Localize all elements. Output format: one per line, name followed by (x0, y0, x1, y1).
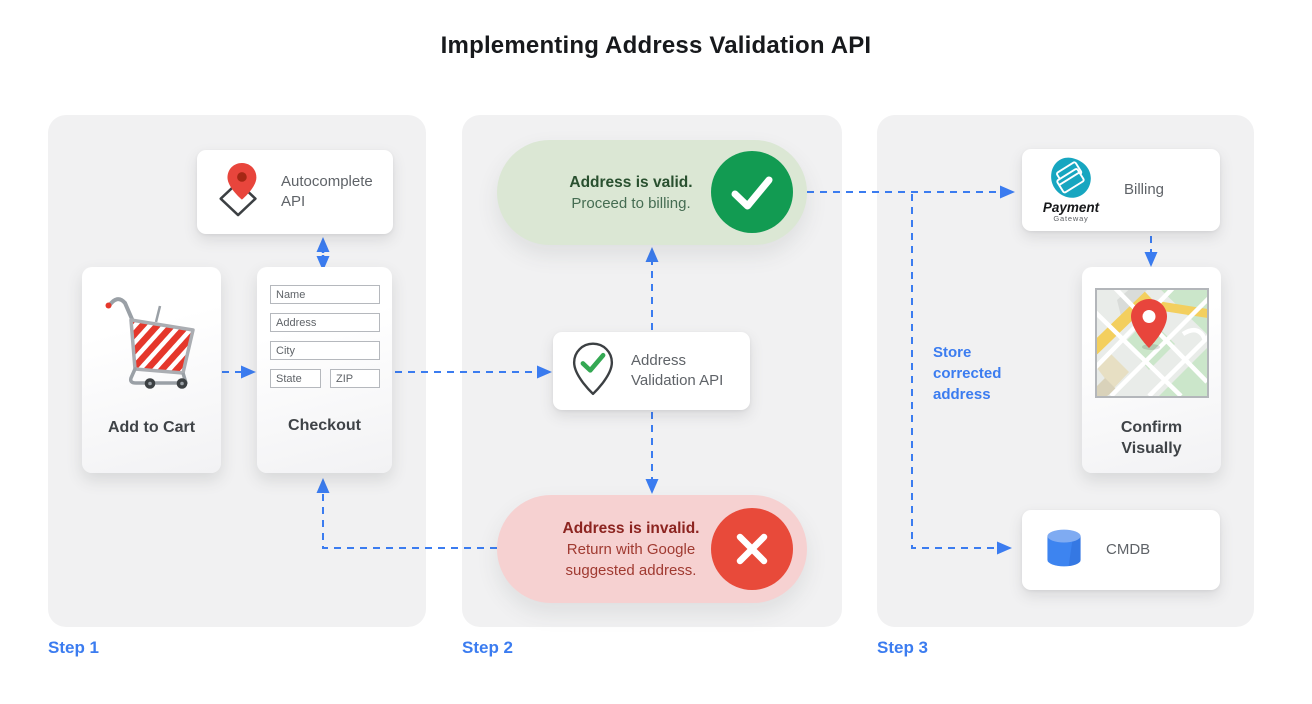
city-field[interactable]: City (270, 341, 380, 360)
step3-label: Step 3 (877, 638, 929, 657)
x-circle-icon (711, 508, 793, 590)
checkout-label: Checkout (288, 417, 361, 434)
payment-logo-sub: Gateway (1053, 214, 1089, 223)
billing-label: Billing (1124, 181, 1165, 198)
address-validation-api-label: Address Validation API (631, 352, 724, 389)
state-field[interactable]: State (270, 369, 321, 388)
payment-gateway-logo: Payment Gateway (1038, 157, 1104, 223)
database-cylinder-icon (1041, 525, 1087, 576)
invalid-title: Address is invalid. (562, 519, 700, 537)
address-valid-pill: Address is valid. Proceed to billing. (497, 140, 807, 245)
checkout-form: Name Address City State ZIP (270, 285, 380, 397)
map-pin-check-icon (570, 341, 616, 402)
confirm-visually-label: Confirm Visually (1120, 419, 1183, 457)
add-to-cart-label: Add to Cart (107, 419, 196, 436)
map-pin-over-diamond-icon (213, 160, 267, 225)
map-thumbnail (1094, 288, 1209, 398)
address-validation-api-node: Address Validation API (553, 332, 750, 410)
name-field[interactable]: Name (270, 285, 380, 304)
valid-subtitle: Proceed to billing. (571, 194, 691, 212)
autocomplete-api-label: Autocomplete API (281, 173, 373, 210)
step2-label: Step 2 (462, 638, 514, 657)
shopping-cart-icon (105, 297, 195, 389)
autocomplete-api-node: Autocomplete API (197, 150, 393, 234)
store-corrected-address-note: Store corrected address (933, 344, 1002, 403)
check-circle-icon (711, 151, 793, 233)
payment-logo-name: Payment (1042, 200, 1100, 215)
address-invalid-pill: Address is invalid. Return with Google s… (497, 495, 807, 603)
page-title: Implementing Address Validation API (440, 32, 872, 59)
step1-label: Step 1 (48, 638, 100, 657)
invalid-subtitle: Return with Google suggested address. (565, 540, 697, 579)
billing-node: Payment Gateway Billing (1022, 149, 1220, 231)
zip-field[interactable]: ZIP (330, 369, 380, 388)
cmdb-label: CMDB (1106, 541, 1151, 558)
valid-title: Address is valid. (569, 173, 693, 191)
address-field[interactable]: Address (270, 313, 380, 332)
checkout-node: Name Address City State ZIP Checkout (257, 267, 392, 473)
confirm-visually-node: Confirm Visually (1082, 267, 1221, 473)
cmdb-node: CMDB (1022, 510, 1220, 590)
add-to-cart-node: Add to Cart (82, 267, 221, 473)
